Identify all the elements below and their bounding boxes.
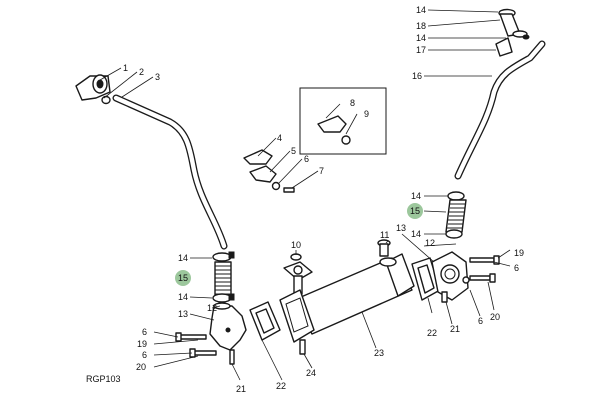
callout-14-top: 14 xyxy=(416,5,426,15)
right-hose-clamp-lower xyxy=(445,229,463,239)
callout-15-left-highlight xyxy=(175,270,191,286)
left-hose-clamp-lower xyxy=(212,293,235,303)
callout-11: 11 xyxy=(380,230,389,240)
right-tube xyxy=(454,40,546,180)
callout-8: 8 xyxy=(350,98,355,108)
callout-15-left: 15 xyxy=(178,273,188,283)
right-top-clamp-2 xyxy=(512,30,530,40)
callout-2: 2 xyxy=(139,67,144,77)
oil-cooler xyxy=(279,253,415,343)
callout-19-right: 19 xyxy=(514,248,524,258)
callout-21-right: 21 xyxy=(450,324,460,334)
callout-1: 1 xyxy=(123,63,128,73)
clamp-detail xyxy=(317,115,351,145)
callout-14-left-upper: 14 xyxy=(178,253,188,263)
callout-14-right-top-lower: 14 xyxy=(416,33,426,43)
callout-12-right: 12 xyxy=(425,238,435,248)
callout-9: 9 xyxy=(364,109,369,119)
callout-22-left: 22 xyxy=(276,381,286,391)
left-gasket xyxy=(249,301,281,341)
thermostat-housing xyxy=(283,261,313,295)
tube-clamps xyxy=(243,149,295,193)
right-pipe-fitting xyxy=(377,239,391,257)
left-elbow-fitting xyxy=(75,74,111,101)
right-tube-bracket xyxy=(495,37,513,57)
callout-16: 16 xyxy=(412,71,422,81)
callout-6: 6 xyxy=(304,154,309,164)
left-water-flange xyxy=(209,302,247,351)
callout-10: 10 xyxy=(291,240,301,250)
callout-18: 18 xyxy=(416,21,426,31)
right-hose xyxy=(445,199,467,233)
left-tube xyxy=(112,94,228,250)
callout-13-right: 13 xyxy=(396,223,406,233)
left-hose-clamp-upper xyxy=(212,251,235,262)
callout-3: 3 xyxy=(155,72,160,82)
callout-17: 17 xyxy=(416,45,426,55)
left-hose xyxy=(214,261,232,299)
drain-plug xyxy=(299,339,306,355)
callout-19-left: 19 xyxy=(137,339,147,349)
callout-12-left: 12 xyxy=(207,303,217,313)
callout-20-right: 20 xyxy=(490,312,500,322)
callout-23: 23 xyxy=(374,348,384,358)
callout-14-right-lower: 14 xyxy=(411,229,421,239)
callout-4: 4 xyxy=(277,133,282,143)
callout-21-left: 21 xyxy=(236,384,246,394)
callout-13-left: 13 xyxy=(178,309,188,319)
callout-15-right-highlight xyxy=(407,203,423,219)
right-hose-clamp-upper xyxy=(447,191,465,201)
callout-14-right-upper: 14 xyxy=(411,191,421,201)
callout-5: 5 xyxy=(291,146,296,156)
callout-6-left-upper: 6 xyxy=(142,327,147,337)
callout-6-right: 6 xyxy=(514,263,519,273)
callout-6-left-lower: 6 xyxy=(142,350,147,360)
right-bolts xyxy=(462,255,500,284)
callout-6-right-lower: 6 xyxy=(478,316,483,326)
callout-22-right: 22 xyxy=(427,328,437,338)
callout-24: 24 xyxy=(306,368,316,378)
left-o-ring xyxy=(101,95,111,105)
clamp-detail-frame xyxy=(299,87,387,155)
figure-code: RGP103 xyxy=(86,374,121,384)
callout-14-left-lower: 14 xyxy=(178,292,188,302)
leader-lines xyxy=(99,9,511,381)
callout-20-left: 20 xyxy=(136,362,146,372)
callout-7: 7 xyxy=(319,166,324,176)
callout-15-right: 15 xyxy=(410,206,420,216)
right-water-flange xyxy=(431,251,469,303)
